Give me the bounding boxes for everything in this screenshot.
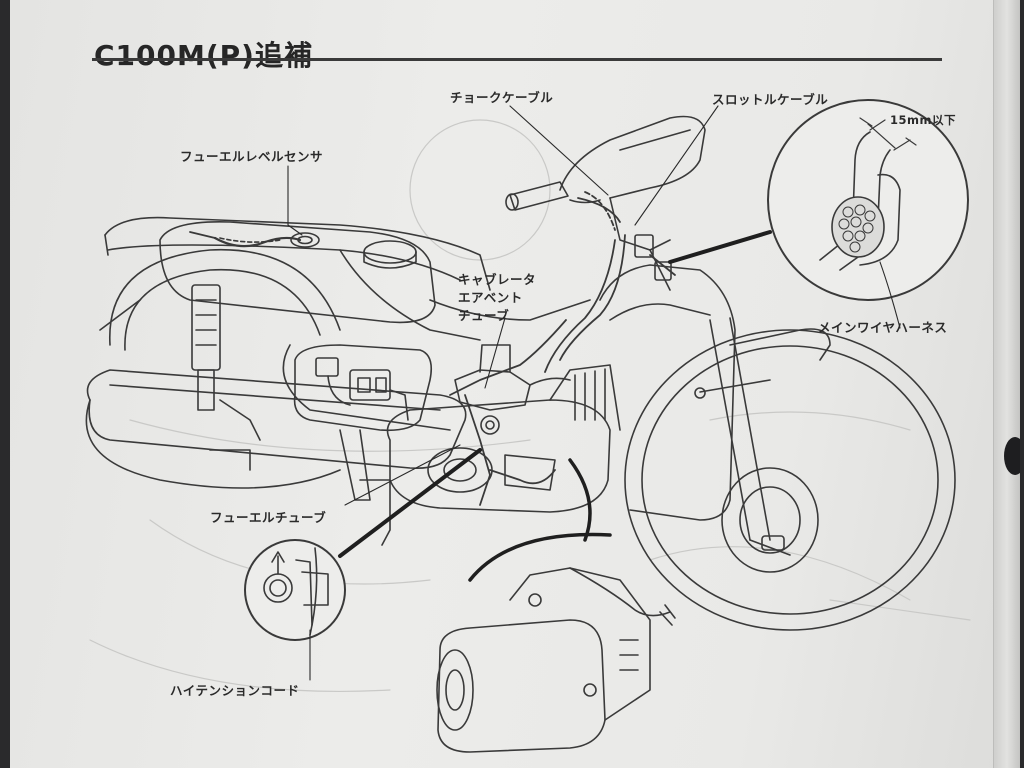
label-choke-cable: チョークケーブル bbox=[450, 90, 554, 105]
carburetor bbox=[454, 344, 571, 411]
page-title: C100M(P)追補 bbox=[94, 39, 313, 72]
label-main-wire-harness: メインワイヤハーネス bbox=[818, 320, 948, 335]
label-fuel-level-sensor: フューエルレベルセンサ bbox=[180, 149, 324, 164]
inset-harness-clearance bbox=[767, 99, 969, 301]
title-underline bbox=[92, 58, 942, 61]
inset-hightension-clamp bbox=[244, 539, 346, 641]
leg-shield bbox=[599, 264, 831, 521]
harness-wires bbox=[838, 204, 876, 253]
label-high-tension-cord: ハイテンションコード bbox=[170, 683, 300, 698]
rear-wheel bbox=[85, 248, 341, 489]
inset-pointer-line-2 bbox=[338, 448, 482, 558]
inset-pointer-line bbox=[668, 230, 772, 264]
muffler bbox=[86, 369, 467, 470]
handlebar bbox=[505, 115, 706, 291]
electrical-components bbox=[293, 344, 433, 432]
manual-page: C100M(P)追補 bbox=[10, 0, 1020, 768]
label-carb-vent-2: エアベント bbox=[458, 290, 523, 305]
label-clearance: 15mm以下 bbox=[890, 113, 956, 127]
page-fold bbox=[993, 0, 1020, 768]
label-carb-vent-1: キャブレータ bbox=[458, 272, 537, 287]
kickstand bbox=[209, 429, 391, 546]
fuel-tank bbox=[159, 221, 436, 324]
label-carb-vent-3: チューブ bbox=[458, 308, 510, 323]
rear-shock bbox=[191, 284, 221, 411]
front-wheel bbox=[624, 317, 956, 631]
leader-lines bbox=[287, 105, 901, 681]
starter-motor bbox=[436, 458, 676, 753]
label-throttle-cable: スロットルケーブル bbox=[712, 92, 829, 107]
label-fuel-tube: フューエルチューブ bbox=[210, 510, 327, 525]
frame-body bbox=[104, 216, 591, 431]
cable-routing bbox=[189, 191, 676, 506]
binder-hole bbox=[1004, 437, 1020, 475]
motorcycle-wiring-diagram bbox=[85, 99, 971, 753]
